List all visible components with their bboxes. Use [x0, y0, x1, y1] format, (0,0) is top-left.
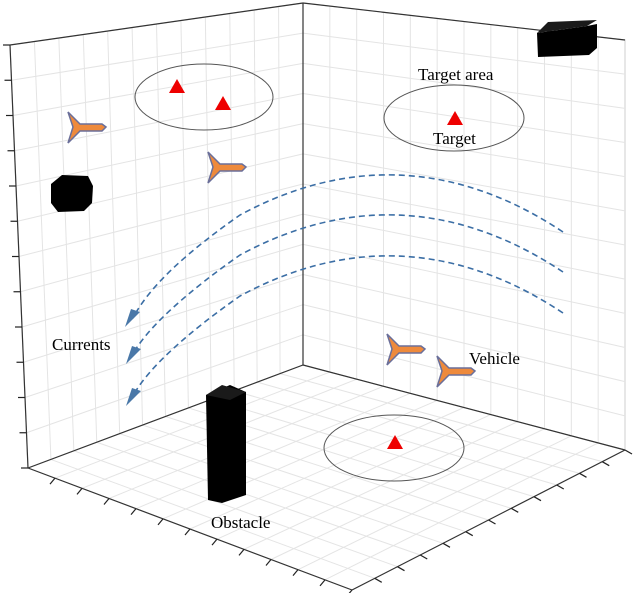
axis-tick	[624, 449, 633, 455]
vehicles	[67, 111, 477, 388]
axis-tick	[130, 508, 137, 516]
axis-ticks	[3, 44, 633, 593]
obstacles	[51, 20, 597, 503]
walls	[9, 2, 627, 591]
axis-tick	[348, 589, 353, 593]
currents-label: Currents	[52, 335, 111, 354]
target-area-ellipse	[383, 84, 525, 152]
obstacle-icon	[206, 385, 246, 503]
axis-tick	[76, 487, 83, 495]
axis-tick	[211, 538, 218, 546]
axis-tick	[265, 559, 272, 566]
axis-tick	[292, 569, 299, 577]
axis-tick	[465, 531, 474, 537]
grid-line	[26, 334, 304, 434]
grid-line	[278, 6, 281, 374]
axis-tick	[49, 477, 56, 485]
targets	[169, 79, 463, 449]
obstacle-icon	[51, 175, 93, 212]
axis-tick	[579, 472, 587, 478]
vehicle-icon	[436, 355, 477, 388]
target-ellipse-left-wall	[134, 63, 274, 131]
axes	[3, 44, 633, 593]
axis-tick	[556, 484, 565, 490]
target-icon	[387, 435, 403, 449]
target-area-label: Target area	[418, 65, 494, 84]
axis-tick	[601, 461, 610, 467]
vehicle-icon	[67, 111, 108, 144]
left-floor-edge	[27, 364, 304, 469]
obstacle-label: Obstacle	[211, 513, 270, 532]
axis-tick	[157, 518, 164, 526]
target-icon	[215, 96, 231, 110]
axis-tick	[510, 507, 519, 513]
axis-tick	[238, 548, 245, 556]
vehicle-icon	[207, 151, 248, 184]
current-arrow-icon	[126, 388, 141, 406]
axis-tick	[397, 566, 405, 572]
target-ellipse-floor	[323, 414, 465, 482]
obstacle-icon	[537, 20, 597, 57]
currents	[125, 174, 564, 406]
current-path	[133, 214, 564, 353]
grid-line	[279, 373, 603, 463]
target-icon	[447, 111, 463, 125]
right-floor-edge	[302, 364, 626, 451]
target-label: Target	[433, 129, 476, 148]
current-path	[132, 174, 564, 319]
current-arrow-icon	[126, 346, 141, 364]
axis-tick	[419, 554, 428, 560]
grid-line	[324, 442, 599, 581]
axis-tick	[442, 542, 451, 548]
axis-tick	[184, 528, 191, 536]
labels: Target area Target Currents Vehicle Obst…	[52, 65, 520, 532]
grid-lines	[11, 6, 626, 581]
axis-tick	[533, 496, 542, 502]
axis-tick	[488, 519, 496, 525]
left-top-edge	[9, 2, 304, 46]
current-path	[133, 255, 564, 395]
vehicle-icon	[386, 333, 427, 366]
grid-line	[253, 9, 258, 383]
axis-tick	[374, 577, 383, 583]
axis-tick	[103, 498, 110, 505]
axis-tick	[319, 579, 326, 587]
target-regions	[134, 63, 525, 482]
target-icon	[169, 79, 185, 93]
grid-line	[257, 381, 580, 474]
vehicle-label: Vehicle	[469, 349, 520, 368]
current-arrow-icon	[125, 309, 140, 327]
